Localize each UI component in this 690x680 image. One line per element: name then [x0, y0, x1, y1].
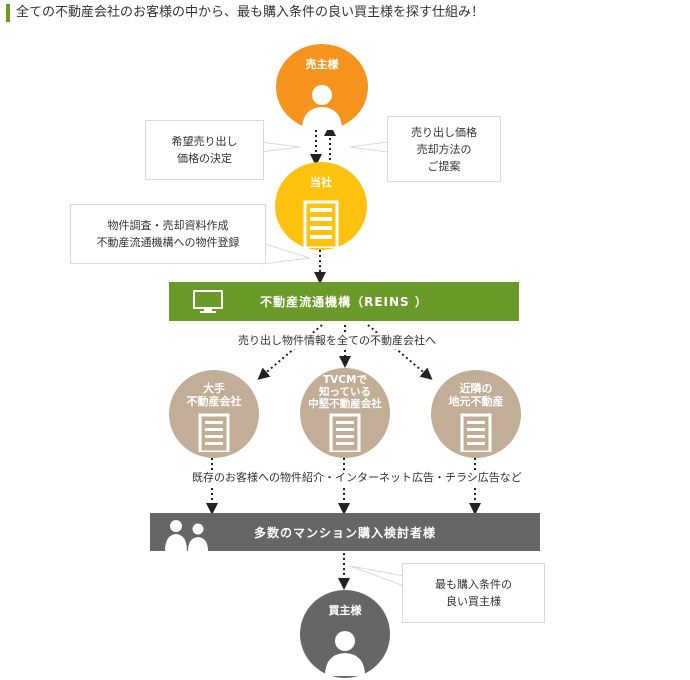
building-icon — [329, 413, 361, 452]
callout-best-buyer: 最も購入条件の 良い買主様 — [402, 563, 545, 623]
building-icon — [303, 200, 339, 248]
arrow-reins-to-broker-large — [257, 324, 323, 380]
broker-large-label: 大手 不動産会社 — [186, 382, 242, 408]
page-title: 全ての不動産会社のお客様の中から、最も購入条件の良い買主様を探す仕組み！ — [16, 5, 485, 20]
reins-label: 不動産流通機構（REINS ） — [260, 295, 428, 309]
company-node: 当社 — [275, 162, 367, 250]
banner-introduce: 既存のお客様への物件紹介・インターネット広告・チラシ広告など — [190, 470, 524, 486]
building-icon — [198, 413, 230, 452]
broker-large-node: 大手 不動産会社 — [169, 370, 259, 458]
buyer-node: 買主様 — [300, 590, 390, 678]
seller-node: 売主様 — [276, 44, 368, 130]
callout-register: 物件調査・売却資料作成 不動産流通機構への物件登録 — [70, 204, 266, 264]
callout-propose-price: 売り出し価格 売却方法の ご提案 — [387, 116, 501, 182]
callout-tail-best-buyer — [349, 565, 405, 587]
buyer-label: 買主様 — [328, 604, 362, 617]
callout-tail-propose-price — [349, 141, 389, 153]
monitor-icon — [193, 290, 223, 313]
seller-label: 売主様 — [305, 58, 339, 71]
broker-tv-label: TVCMで 知っている 中堅不動産会社 — [308, 374, 382, 410]
reins-bar: 不動産流通機構（REINS ） — [169, 282, 519, 321]
company-label: 当社 — [310, 176, 332, 189]
person-icon — [302, 85, 342, 130]
broker-local-label: 近隣の 地元不動産 — [448, 382, 504, 408]
building-icon — [460, 413, 492, 452]
title-accent-bar — [6, 4, 10, 22]
buyers-bar: 多数のマンション購入検討者様 — [150, 513, 540, 551]
callout-decide-price: 希望売り出し 価格の決定 — [145, 120, 264, 180]
people-icon — [165, 520, 208, 551]
broker-tv-node: TVCMで 知っている 中堅不動産会社 — [300, 368, 390, 458]
callout-tail-decide-price — [259, 141, 301, 153]
banner-share-info: 売り出し物件情報を全ての不動産会社へ — [236, 333, 438, 349]
arrow-reins-to-broker-local — [367, 324, 433, 380]
broker-local-node: 近隣の 地元不動産 — [431, 370, 521, 458]
person-icon — [325, 631, 365, 676]
buyers-label: 多数のマンション購入検討者様 — [253, 525, 436, 540]
